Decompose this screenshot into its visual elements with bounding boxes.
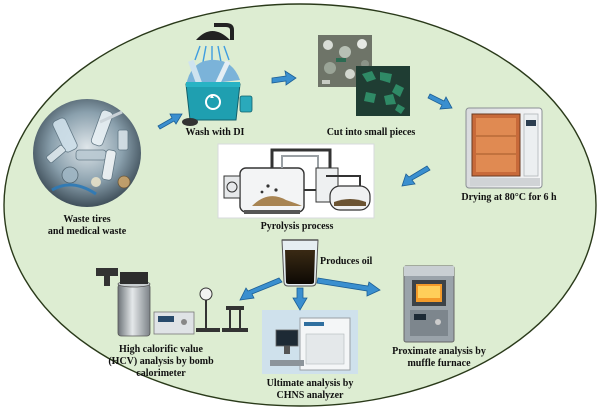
label-hcv-line1: High calorific value (119, 344, 203, 355)
label-proximate-line2: muffle furnace (407, 358, 471, 369)
bomb-calorimeter-icon (96, 268, 248, 337)
pyrolysis-reactor-icon (217, 143, 375, 219)
chns-analyzer-icon (262, 310, 358, 374)
label-ultimate: Ultimate analysis by CHNS analyzer (260, 378, 360, 402)
muffle-furnace-icon (403, 265, 455, 343)
arrow-wash-to-cut (271, 70, 297, 86)
medical-waste-pile-icon (33, 99, 141, 207)
label-ultimate-line2: CHNS analyzer (276, 390, 344, 401)
label-waste-line2: and medical waste (47, 226, 127, 237)
label-cut: Cut into small pieces (326, 127, 416, 138)
label-ultimate-line1: Ultimate analysis by (266, 378, 354, 389)
label-hcv: High calorific value (HCV) analysis by b… (96, 344, 226, 380)
label-dry: Drying at 80°C for 6 h (461, 192, 557, 203)
label-waste-line1: Waste tires (63, 214, 111, 225)
label-oil: Produces oil (320, 256, 373, 267)
label-proximate-line1: Proximate analysis by (392, 346, 486, 357)
shower-recycle-bin-icon (182, 23, 253, 126)
shredded-pieces-icon (318, 35, 410, 116)
arrow-waste-to-wash (157, 113, 183, 130)
label-wash: Wash with DI (185, 127, 245, 138)
label-waste: Waste tires and medical waste (24, 214, 150, 238)
arrow-oil-to-proximate (316, 277, 381, 297)
label-hcv-line2: (HCV) analysis by bomb (108, 356, 214, 367)
arrow-oil-to-hcv (239, 277, 283, 301)
flow-arrows (157, 70, 453, 311)
label-proximate: Proximate analysis by muffle furnace (384, 346, 494, 370)
label-hcv-line3: calorimeter (136, 368, 186, 379)
arrow-cut-to-dry (427, 93, 453, 110)
drying-oven-icon (465, 107, 543, 189)
label-pyrolysis: Pyrolysis process (260, 221, 334, 232)
arrow-oil-to-ultimate (292, 287, 308, 311)
oil-beaker-icon (281, 239, 319, 287)
arrow-dry-to-pyrolysis (401, 165, 431, 187)
